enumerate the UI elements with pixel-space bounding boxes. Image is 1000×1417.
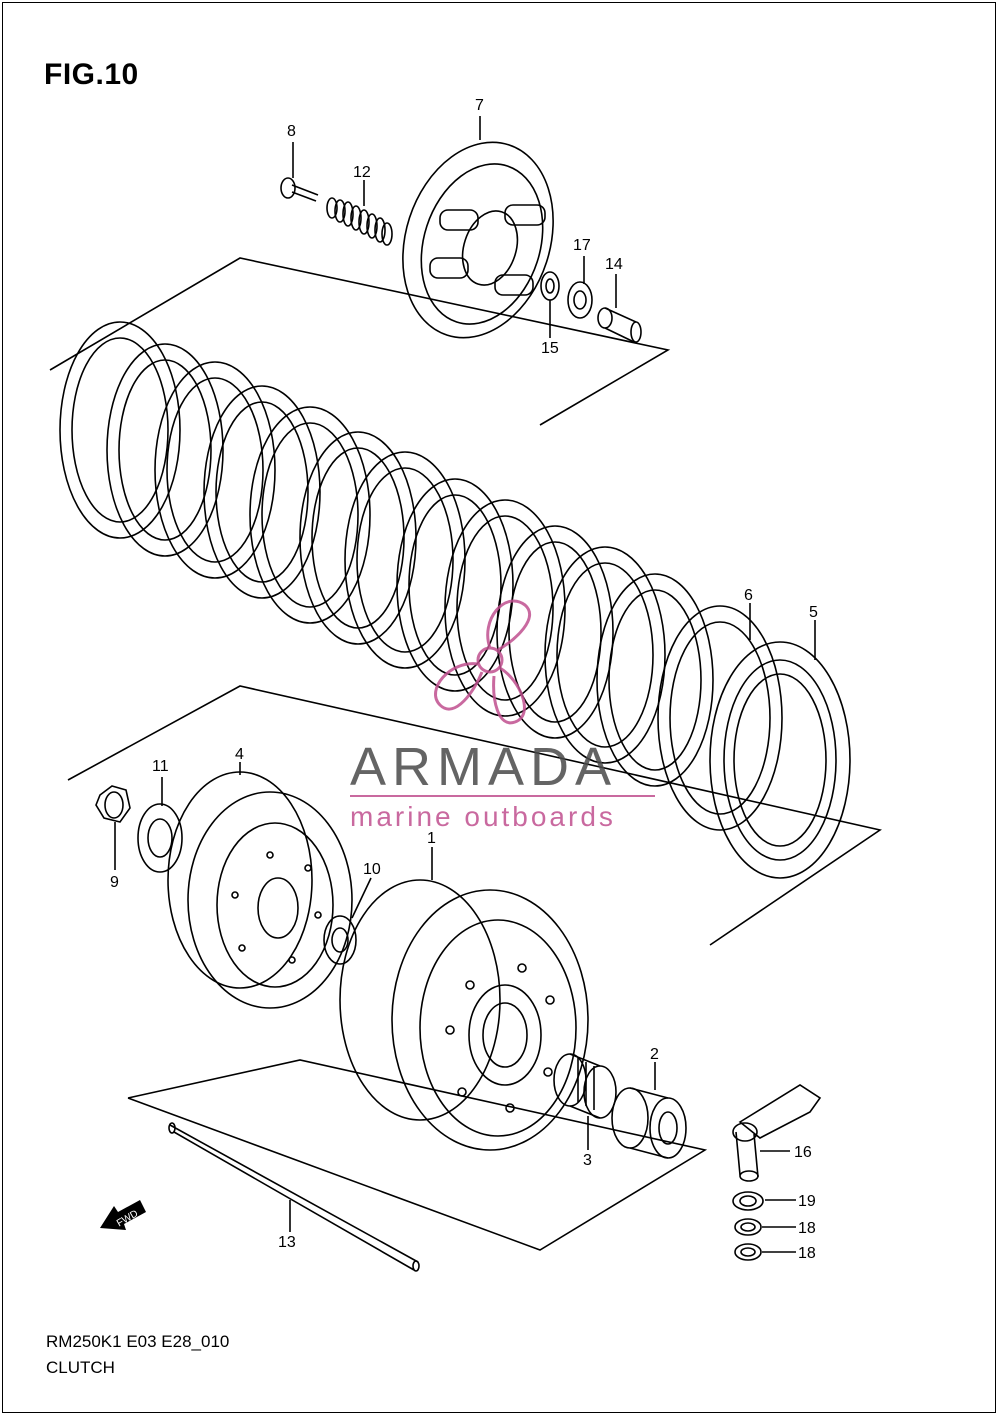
callout-19: 19 [798,1193,816,1210]
propeller-logo-icon [434,599,532,725]
push-rod [168,1122,420,1272]
camshaft-bearing [734,1243,762,1261]
oil-seal [732,1191,764,1211]
forward-arrow-icon: FWD [100,1200,146,1230]
callout-4: 4 [235,746,244,763]
thrust-washer [540,271,560,301]
callout-2: 2 [650,1046,659,1063]
watermark-subtitle: marine outboards [350,801,616,832]
clutch-plate-stack [59,321,851,879]
callout-8: 8 [287,123,296,140]
watermark: ARMADA marine outboards [350,599,655,832]
callout-9: 9 [110,874,119,891]
plate-group-frame-lower [67,685,882,946]
release-camshaft [732,1084,822,1182]
callout-13: 13 [278,1234,296,1251]
callout-10: 10 [363,861,381,878]
push-piece [597,307,642,343]
fwd-label: FWD [115,1208,140,1229]
clutch-spring [326,197,393,246]
housing-spacer [611,1087,687,1159]
clutch-nut [95,785,131,823]
lock-washer [137,803,183,873]
camshaft-bearing [734,1218,762,1236]
callout-18: 18 [798,1220,816,1237]
callout-1: 1 [427,830,436,847]
pressure-plate [402,141,554,339]
callout-3: 3 [583,1152,592,1169]
release-bearing [567,281,593,319]
clutch-bolt [280,177,319,202]
watermark-name: ARMADA [350,737,617,797]
figure-title: FIG.10 [44,58,139,91]
callout-18: 18 [798,1245,816,1262]
callout-5: 5 [809,604,818,621]
callout-7: 7 [475,97,484,114]
callout-14: 14 [605,256,623,273]
callout-12: 12 [353,164,371,181]
needle-bearing [553,1053,617,1119]
callout-11: 11 [152,758,169,775]
section-name: CLUTCH [46,1358,115,1377]
callout-17: 17 [573,237,591,254]
model-code: RM250K1 E03 E28_010 [46,1332,230,1351]
hub-washer [323,915,357,965]
callout-6: 6 [744,587,753,604]
clutch-sleeve-hub [167,771,353,1009]
pushrod-group-frame [127,1059,708,1251]
plate-group-frame [49,257,671,426]
callout-16: 16 [794,1144,812,1161]
callout-15: 15 [541,340,559,357]
clutch-housing [339,879,589,1151]
